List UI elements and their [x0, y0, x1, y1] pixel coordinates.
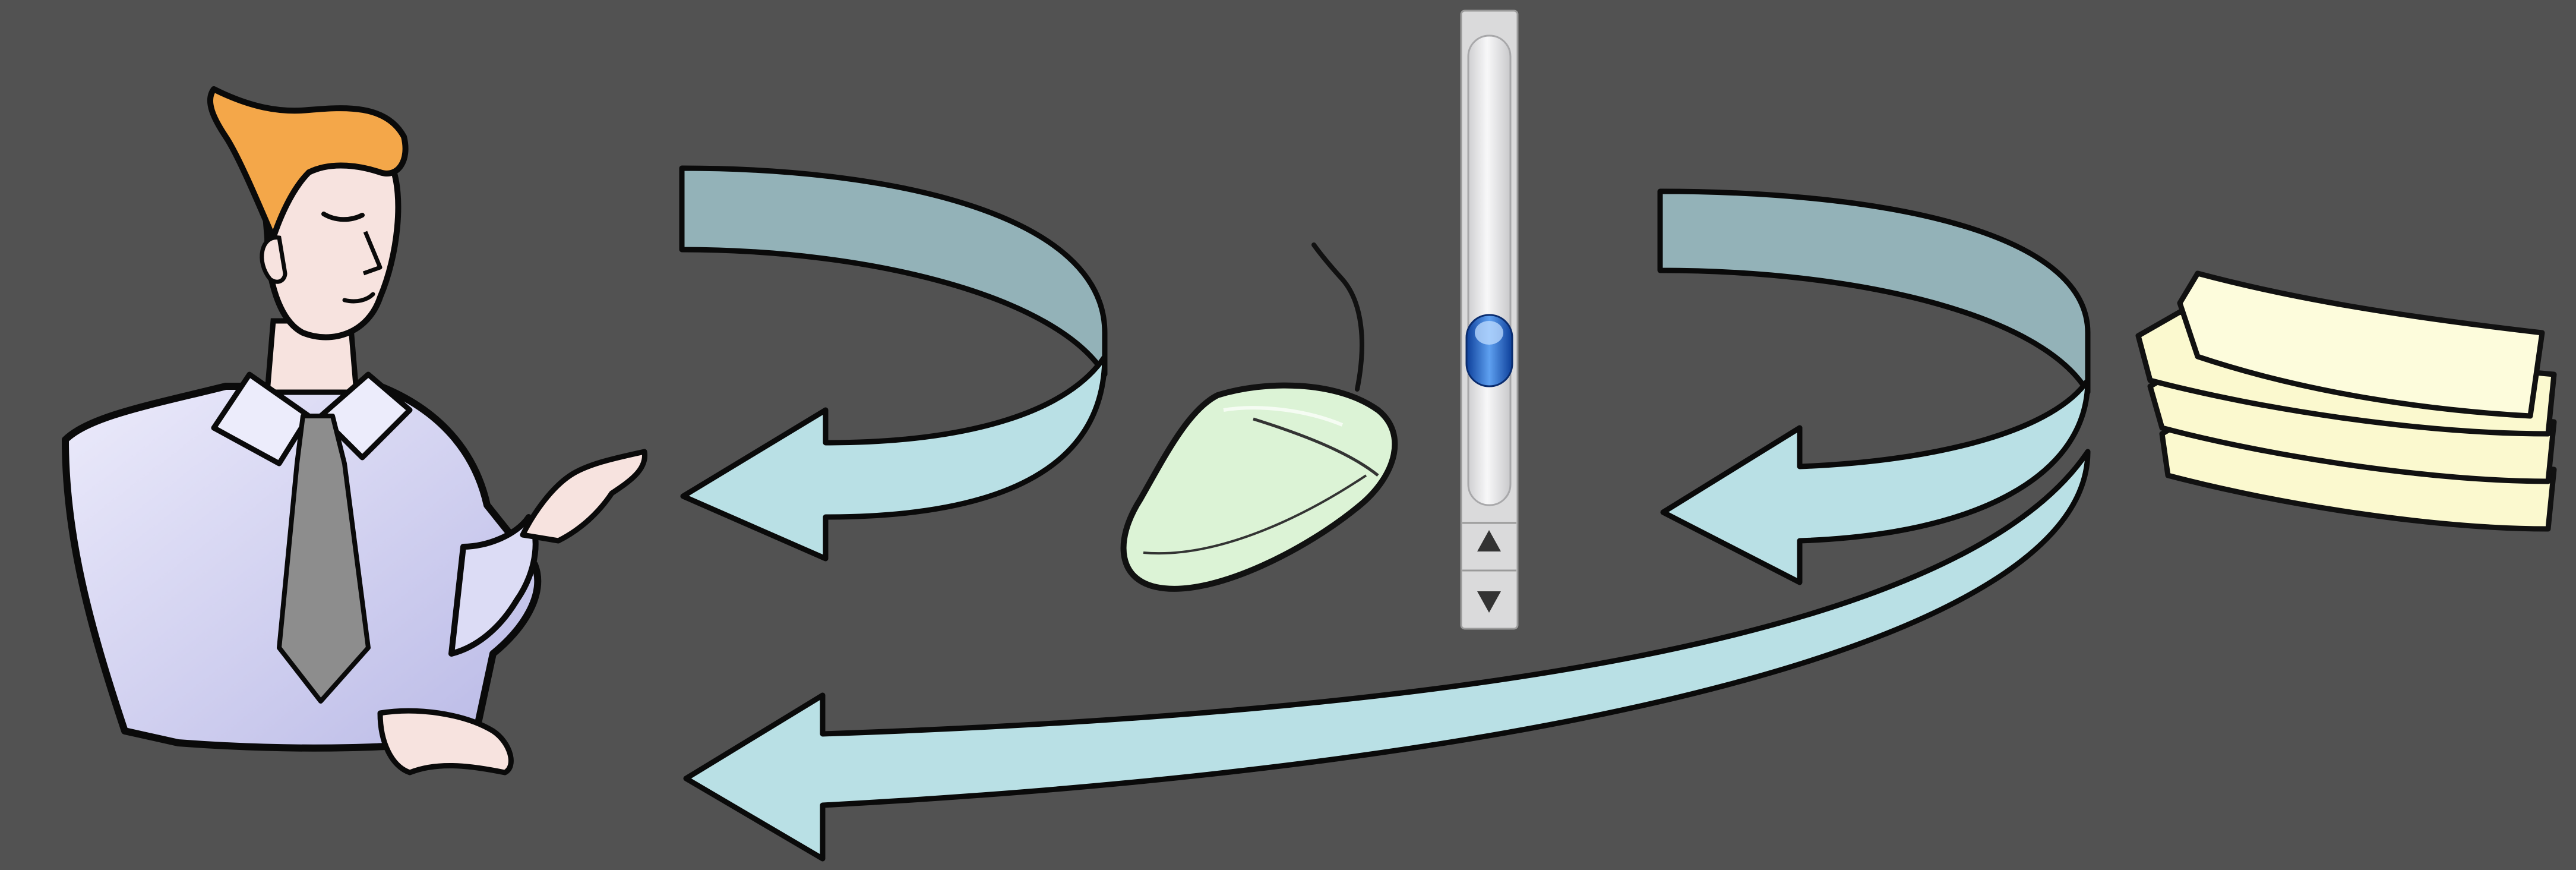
arrow-front-band [683, 357, 1105, 559]
person-ear [262, 238, 285, 282]
person-lower-hand [380, 711, 511, 773]
scroll-thumb-shine [1475, 321, 1503, 345]
arrow-mouse-to-person [682, 168, 1105, 559]
arrow-back-band [682, 168, 1105, 374]
arrow-back-band [1660, 191, 2088, 392]
mouse-cable [1314, 245, 1362, 389]
mouse-body [1124, 386, 1395, 589]
scrollbar-track [1468, 36, 1510, 505]
mouse-icon [1124, 245, 1395, 589]
person-hand [523, 452, 645, 541]
person-icon [65, 89, 645, 773]
scrollbar-icon [1461, 11, 1518, 629]
document-stack-icon [2138, 273, 2554, 529]
